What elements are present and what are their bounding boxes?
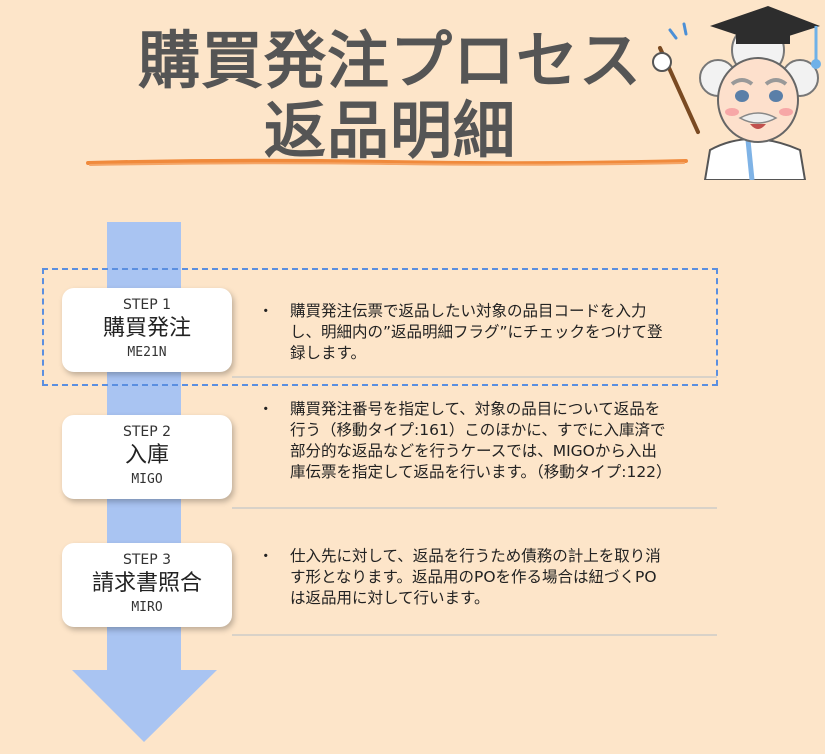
- step-name: 入庫: [124, 443, 169, 468]
- step-number: STEP 3: [122, 552, 172, 568]
- description-text: 仕入先に対して、返品を行うため債務の計上を取り消す形となります。返品用のPOを作…: [290, 547, 661, 607]
- step-card-2: STEP 2 入庫 MIGO: [62, 415, 232, 499]
- step-name: 購買発注: [102, 316, 191, 341]
- step-card-1: STEP 1 購買発注 ME21N: [62, 288, 232, 372]
- step-number: STEP 1: [122, 297, 172, 313]
- bullet: ・: [258, 400, 274, 418]
- professor-mascot-icon: [652, 6, 821, 180]
- separator-line: [232, 376, 717, 378]
- separator-line: [232, 634, 717, 636]
- bullet: ・: [258, 547, 274, 565]
- step-name: 請求書照合: [91, 571, 202, 596]
- step-number: STEP 2: [122, 424, 172, 440]
- step-description-3: ・ 仕入先に対して、返品を行うため債務の計上を取り消す形となります。返品用のPO…: [258, 546, 670, 609]
- step-description-2: ・ 購買発注番号を指定して、対象の品目について返品を行う（移動タイプ:161）こ…: [258, 399, 672, 483]
- highlight-dashed-box: [42, 268, 718, 386]
- title-underline: [86, 158, 688, 166]
- transaction-code: MIGO: [131, 472, 163, 487]
- step-description-1: ・ 購買発注伝票で返品したい対象の品目コードを入力し、明細内の”返品明細フラグ”…: [258, 301, 670, 364]
- separator-line: [232, 507, 717, 509]
- transaction-code: MIRO: [131, 600, 163, 615]
- step-card-3: STEP 3 請求書照合 MIRO: [62, 543, 232, 627]
- description-text: 購買発注伝票で返品したい対象の品目コードを入力し、明細内の”返品明細フラグ”にチ…: [290, 302, 663, 362]
- transaction-code: ME21N: [127, 345, 167, 360]
- page-title: 購買発注プロセス: [137, 24, 642, 97]
- bullet: ・: [258, 302, 274, 320]
- page-subtitle: 返品明細: [263, 94, 516, 167]
- description-text: 購買発注番号を指定して、対象の品目について返品を行う（移動タイプ:161）このほ…: [290, 400, 672, 481]
